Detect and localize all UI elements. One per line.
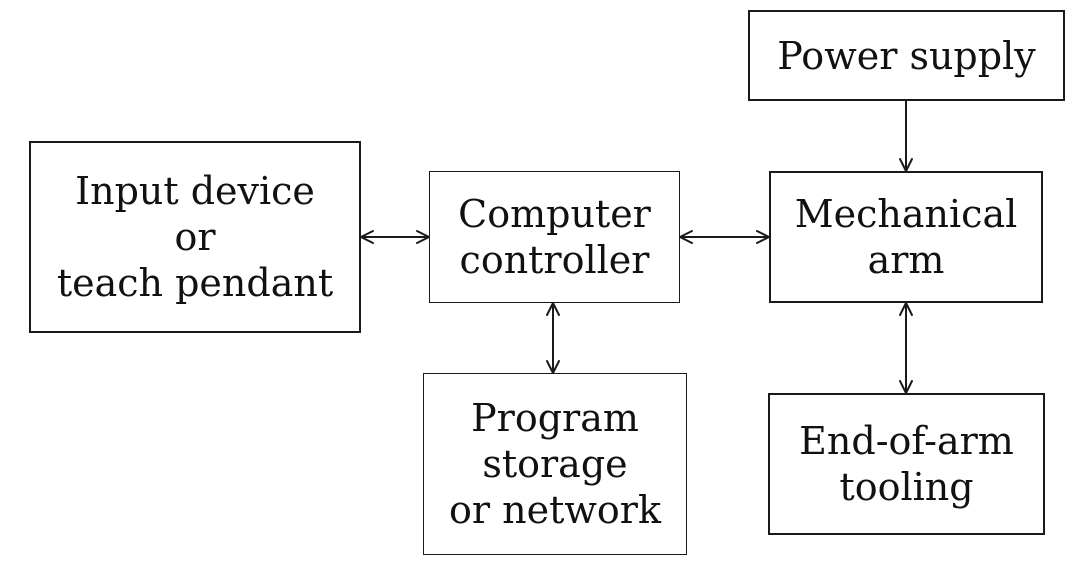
block-label-line: Mechanical — [794, 192, 1018, 236]
block-label-line: storage — [482, 442, 628, 486]
block-label-line: Power supply — [777, 33, 1036, 78]
block-label-line: Input device — [75, 169, 315, 213]
block-label-line: arm — [867, 238, 945, 282]
program-storage-block: Program storage or network — [423, 373, 687, 555]
mechanical-arm-block: Mechanical arm — [769, 171, 1043, 303]
computer-controller-block: Computer controller — [429, 171, 680, 303]
block-label-line: teach pendant — [56, 261, 334, 305]
block-label-line: or — [174, 215, 216, 259]
block-label-line: controller — [459, 238, 650, 282]
block-label-line: Computer — [458, 192, 651, 236]
power-supply-block: Power supply — [748, 10, 1065, 101]
end-of-arm-tooling-block: End-of-arm tooling — [768, 393, 1045, 535]
connector-power-arm — [899, 100, 913, 172]
connector-controller-storage — [546, 302, 560, 374]
input-device-block: Input device or teach pendant — [29, 141, 361, 333]
block-label-line: or network — [449, 488, 661, 532]
connector-arm-tooling — [899, 302, 913, 394]
connector-input-controller — [360, 230, 430, 244]
block-label-line: End-of-arm — [799, 419, 1014, 463]
connector-controller-arm — [679, 230, 770, 244]
block-label-line: tooling — [839, 465, 974, 509]
block-label-line: Program — [471, 396, 639, 440]
